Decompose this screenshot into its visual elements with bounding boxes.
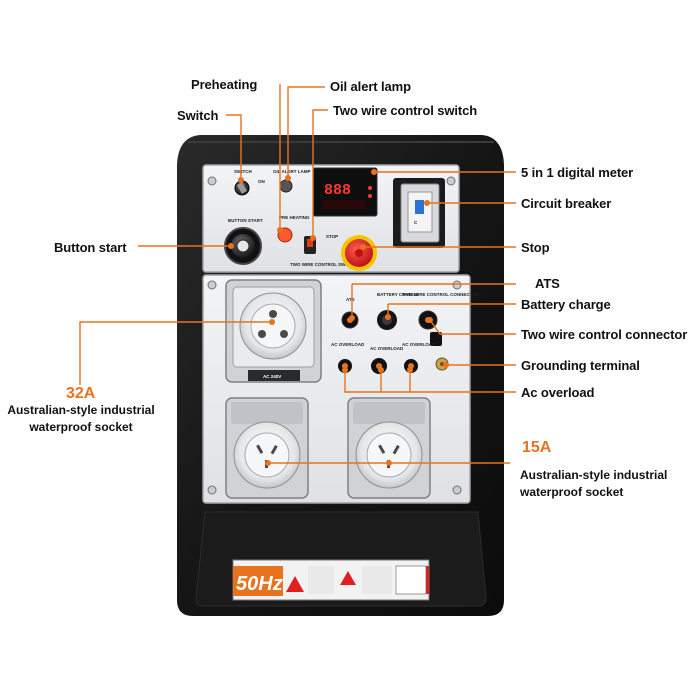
callout-circuit-breaker: Circuit breaker [521,196,612,211]
switch-on-label: ON [258,179,265,184]
callout-two-wire-control-switch: Two wire control switch [333,103,478,118]
callout-preheating: Preheating [191,77,258,92]
callout-ats: ATS [535,276,560,291]
two-wire-connector-panel-label: TWO WIRE CONTROL CONNECTOR [402,292,480,297]
callout-stop: Stop [521,240,550,255]
battery-charge-panel-label: BATTERY CHARGE [377,292,418,297]
frequency-badge-bg [233,566,283,596]
screw-icon [207,485,217,495]
callout-two-wire-control-connector: Two wire control connector [521,327,688,342]
oil-alert-panel-label: OIL ALERT LAMP [273,169,311,174]
ac-overload-panel-label-3: AC OVERLOAD [402,342,436,347]
button-start-panel-label: BUTTON START [228,218,263,223]
ac-overload-panel-label-1: AC OVERLOAD [331,342,365,347]
callout-button-start: Button start [54,240,127,255]
callout-digital-meter: 5 in 1 digital meter [521,165,634,180]
screw-icon [446,176,456,186]
ac-240v-label: AC 240V [263,374,281,379]
stop-panel-label: STOP [326,234,338,239]
screw-icon [452,280,462,290]
preheating-panel-label: PRE HEATING [279,215,310,220]
switch-panel-label: SWITCH [234,169,252,174]
screw-icon [207,176,217,186]
meter-digits: 888 [324,182,351,199]
two-wire-switch-panel-label: TWO WIRE CONTROL SWITCH [290,262,356,267]
socket-15a-description-line1: Australian-style industrial [520,468,668,482]
warning-triangle-icon [286,576,304,592]
callout-battery-charge: Battery charge [521,297,611,312]
socket-32a-rating: 32A [66,385,96,402]
socket-32a-description-line2: waterproof socket [29,420,133,434]
warning-triangle-icon [340,571,356,585]
callout-ac-overload: Ac overload [521,385,595,400]
callout-grounding-terminal: Grounding terminal [521,358,640,373]
svg-text:C: C [414,220,418,225]
socket-15a-description-line2: waterproof socket [520,485,624,499]
ats-panel-label: ATS [346,297,355,302]
callout-switch: Switch [177,108,219,123]
screw-icon [207,280,217,290]
ac-overload-panel-label-2: AC OVERLOAD [370,346,404,351]
socket-15a-rating: 15A [522,439,552,456]
socket-15a-description: Australian-style industrial waterproof s… [520,467,667,501]
socket-32a-description-line1: Australian-style industrial [7,403,155,417]
socket-32a-description: Australian-style industrial waterproof s… [0,402,162,436]
oil-alert-lamp-icon [279,179,293,193]
screw-icon [452,485,462,495]
frequency-badge: 50Hz [236,573,283,595]
callout-oil-alert-lamp: Oil alert lamp [330,79,411,94]
